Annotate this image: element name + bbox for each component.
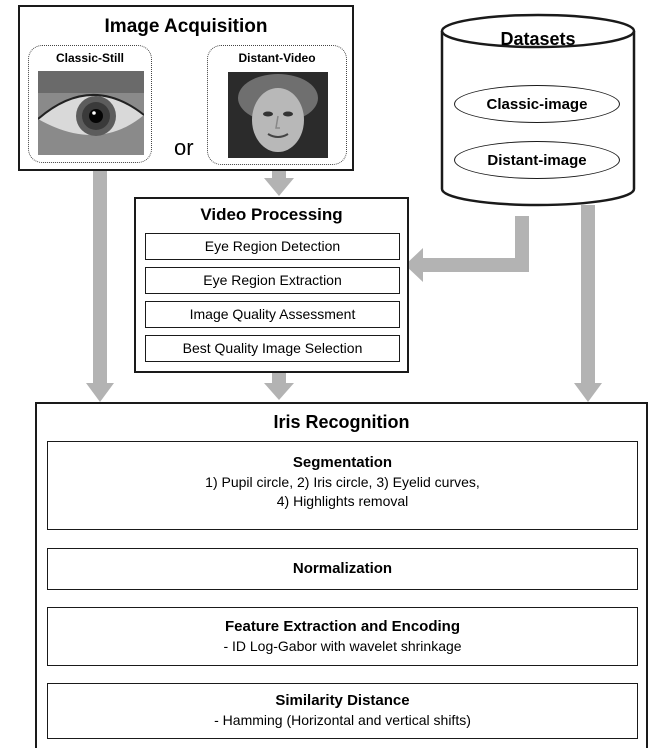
feature-extraction-detail: - ID Log-Gabor with wavelet shrinkage <box>223 638 462 654</box>
similarity-distance-title: Similarity Distance <box>275 692 410 709</box>
arrow-video-to-iris <box>264 372 294 400</box>
segmentation-line2: 4) Highlights removal <box>276 493 409 509</box>
classic-still-panel: Classic-Still <box>28 45 152 163</box>
eye-image <box>38 71 144 155</box>
segmentation-line1: 1) Pupil circle, 2) Iris circle, 3) Eyel… <box>205 474 480 490</box>
video-processing-title: Video Processing <box>200 205 343 224</box>
feature-extraction-box: Feature Extraction and Encoding - ID Log… <box>47 607 638 666</box>
video-step-image-quality-assessment: Image Quality Assessment <box>145 301 400 328</box>
iris-recognition-box: Iris Recognition Segmentation 1) Pupil c… <box>35 402 648 748</box>
distant-video-label: Distant-Video <box>238 51 316 65</box>
video-step-eye-region-extraction: Eye Region Extraction <box>145 267 400 294</box>
datasets-cylinder: Datasets Classic-image Distant-image <box>440 13 636 207</box>
arrow-datasets-to-iris <box>574 205 602 402</box>
distant-video-panel: Distant-Video <box>207 45 347 165</box>
video-step-eye-region-detection: Eye Region Detection <box>145 233 400 260</box>
normalization-title: Normalization <box>292 560 393 577</box>
or-text: or <box>174 135 194 160</box>
feature-extraction-title: Feature Extraction and Encoding <box>224 618 461 635</box>
iris-recognition-title: Iris Recognition <box>273 412 410 432</box>
similarity-distance-box: Similarity Distance - Hamming (Horizonta… <box>47 683 638 739</box>
image-acquisition-title: Image Acquisition <box>104 16 268 37</box>
face-image <box>228 72 328 158</box>
segmentation-title: Segmentation <box>292 454 393 471</box>
image-acquisition-box: Image Acquisition Classic-Still or Dista… <box>18 5 354 171</box>
datasets-title: Datasets <box>500 29 576 49</box>
similarity-distance-detail: - Hamming (Horizontal and vertical shift… <box>214 712 471 728</box>
video-step-best-quality-selection: Best Quality Image Selection <box>145 335 400 362</box>
normalization-box: Normalization <box>47 548 638 590</box>
arrow-acquisition-to-iris <box>86 170 114 402</box>
classic-still-label: Classic-Still <box>55 51 125 65</box>
dataset-distant-image: Distant-image <box>454 141 620 179</box>
dataset-classic-image: Classic-image <box>454 85 620 123</box>
video-processing-box: Video Processing Eye Region Detection Ey… <box>134 197 409 373</box>
arrow-datasets-to-video <box>405 216 529 282</box>
segmentation-box: Segmentation 1) Pupil circle, 2) Iris ci… <box>47 441 638 530</box>
